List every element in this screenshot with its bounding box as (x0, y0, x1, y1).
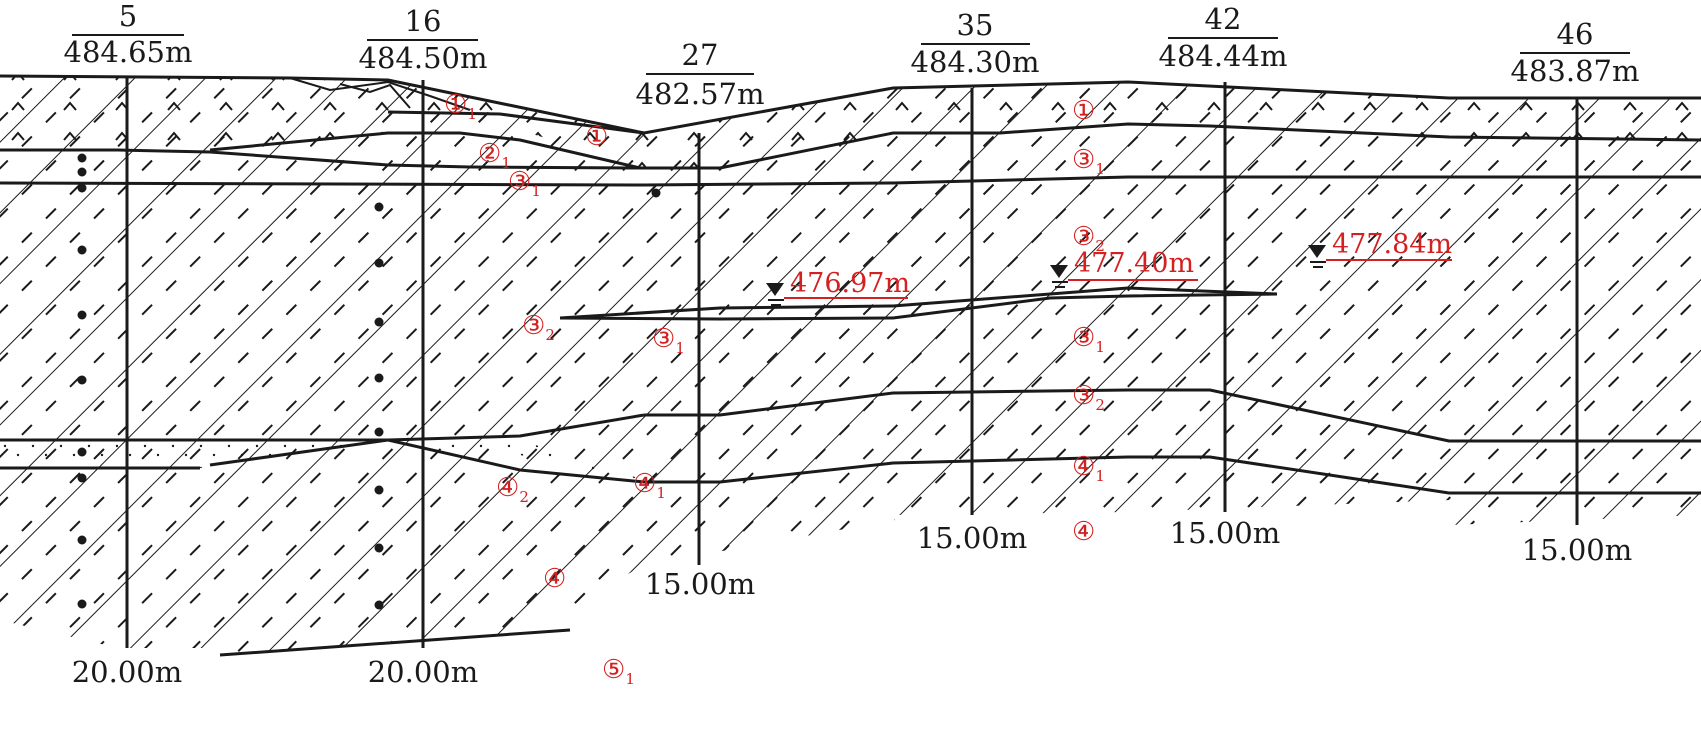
borehole-lines (125, 76, 1579, 648)
sample-dots (77, 153, 661, 610)
borehole-elevation: 483.87m (1511, 54, 1640, 88)
layer-label: ③1 (1072, 323, 1105, 356)
water-level-value: 477.84m (1332, 229, 1452, 260)
layer-label: ① (1072, 96, 1095, 126)
layer-label: ④1 (633, 469, 666, 502)
borehole-id: 46 (1557, 17, 1594, 51)
layer-label: ①1 (444, 90, 477, 123)
borehole-elevation: 482.57m (636, 77, 765, 111)
borehole-header-27: 27 482.57m (636, 38, 765, 111)
water-level-42: 477.84m (1308, 229, 1452, 268)
borehole-elevation: 484.44m (1159, 39, 1288, 73)
layer-label: ④2 (496, 473, 529, 506)
borehole-elevation: 484.65m (64, 35, 193, 69)
water-level-icon (1308, 245, 1326, 258)
layer-label: ③2 (522, 311, 555, 344)
borehole-id: 35 (957, 8, 994, 42)
borehole-depth: 15.00m (645, 567, 756, 601)
borehole-headers: 5 484.65m 16 484.50m 27 482.57m 35 484.3… (64, 0, 1640, 111)
borehole-depths: 20.00m 20.00m 15.00m 15.00m 15.00m 15.00… (72, 516, 1633, 689)
layer-label: ③1 (1072, 145, 1105, 178)
water-level-icon (1050, 265, 1068, 278)
borehole-header-46: 46 483.87m (1511, 17, 1640, 88)
borehole-depth: 20.00m (72, 655, 183, 689)
layer-labels: ①1 ① ① ②1 ③1 ③1 ③2 ③2 ③1 ③1 ③2 ④2 ④1 ④1 … (444, 90, 1105, 688)
layer-label: ③1 (652, 324, 685, 357)
borehole-elevation: 484.30m (911, 45, 1040, 79)
water-level-value: 476.97m (790, 268, 910, 299)
layer-label: ③2 (1072, 381, 1105, 414)
soil-hatching (0, 76, 1701, 655)
layer-label: ⑤1 (602, 655, 635, 688)
borehole-depth: 20.00m (368, 655, 479, 689)
borehole-elevation: 484.50m (359, 41, 488, 75)
layer-label: ③1 (508, 167, 541, 200)
borehole-depth: 15.00m (1170, 516, 1281, 550)
borehole-id: 16 (405, 4, 442, 38)
water-level-icon (766, 283, 784, 296)
borehole-header-16: 16 484.50m (359, 4, 488, 75)
borehole-id: 42 (1205, 2, 1242, 36)
layer-label: ① (585, 122, 608, 152)
layer-label: ②1 (478, 139, 511, 172)
borehole-header-35: 35 484.30m (911, 8, 1040, 79)
borehole-header-5: 5 484.65m (64, 0, 193, 69)
stratum-boundaries (0, 110, 1701, 657)
borehole-depth: 15.00m (917, 521, 1028, 555)
layer-label: ③2 (1072, 222, 1105, 255)
layer-label: ④ (543, 564, 566, 594)
layer-label: ④1 (1072, 452, 1105, 485)
ground-surface (0, 74, 1701, 135)
water-level-27: 476.97m (766, 268, 910, 306)
water-level-35: 477.40m (1050, 248, 1198, 288)
water-levels: 476.97m 477.40m 477.84m (766, 229, 1452, 306)
borehole-depth: 15.00m (1522, 533, 1633, 567)
borehole-id: 5 (119, 0, 137, 33)
borehole-header-42: 42 484.44m (1159, 2, 1288, 73)
layer-label: ④ (1072, 517, 1095, 547)
borehole-id: 27 (682, 38, 719, 72)
water-level-value: 477.40m (1074, 248, 1194, 279)
